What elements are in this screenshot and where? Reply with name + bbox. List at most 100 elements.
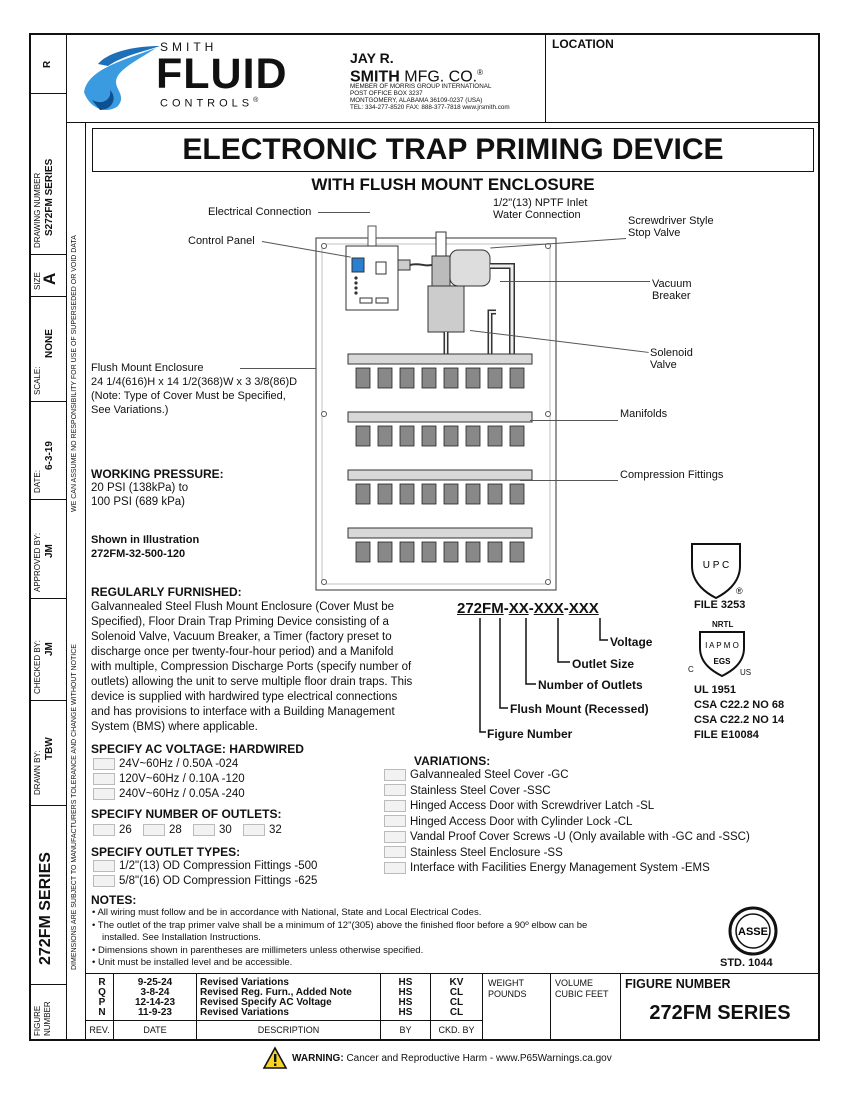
scale-value: NONE	[44, 329, 55, 358]
revision-top-border	[85, 973, 820, 974]
callout-solenoid-1: Solenoid	[650, 347, 693, 359]
voltage-option[interactable]: 24V~60Hz / 0.50A -024	[93, 757, 245, 772]
checkbox[interactable]	[384, 799, 406, 812]
notes-list: • All wiring must follow and be in accor…	[92, 907, 588, 968]
checkbox[interactable]	[93, 874, 115, 887]
location-divider	[545, 33, 546, 122]
cert-std: STD. 1044	[720, 957, 773, 969]
checkbox[interactable]	[93, 823, 115, 836]
pressure-label: WORKING PRESSURE:	[91, 467, 224, 481]
iapmo-shield-icon: I A P M O EGS	[699, 631, 745, 678]
header-description: DESCRIPTION	[257, 1025, 320, 1035]
scale-label: SCALE:	[33, 366, 42, 395]
checkbox[interactable]	[93, 787, 115, 800]
company-address: MEMBER OF MORRIS GROUP INTERNATIONAL POS…	[350, 83, 510, 111]
checkbox[interactable]	[384, 846, 406, 859]
checkbox[interactable]	[193, 823, 215, 836]
furnished-text: Galvannealed Steel Flush Mount Enclosure…	[91, 601, 413, 733]
checkbox[interactable]	[93, 772, 115, 785]
outlet-type-option[interactable]: 1/2"(13) OD Compression Fittings -500	[93, 859, 317, 874]
cert-c: C	[688, 665, 694, 674]
approved-value: JM	[44, 544, 55, 558]
checkbox[interactable]	[243, 823, 265, 836]
model-outlet-size: Outlet Size	[572, 657, 635, 671]
checkbox[interactable]	[384, 768, 406, 781]
voltage-option[interactable]: 240V~60Hz / 0.05A -240	[93, 787, 245, 802]
callout-stop-valve-1: Screwdriver Style	[628, 215, 714, 227]
checked-label: CHECKED BY:	[33, 640, 42, 694]
variation-option[interactable]: Stainless Steel Cover -SSC	[384, 784, 750, 800]
checkbox[interactable]	[384, 830, 406, 843]
variation-option[interactable]: Hinged Access Door with Screwdriver Latc…	[384, 799, 750, 815]
cert-nrtl: NRTL	[712, 620, 734, 629]
checkbox[interactable]	[93, 859, 115, 872]
cert-csa-2: CSA C22.2 NO 14	[694, 714, 785, 726]
smith-fluid-logo	[78, 40, 168, 121]
variation-option[interactable]: Vandal Proof Cover Screws -U (Only avail…	[384, 830, 750, 846]
variation-option[interactable]: Interface with Facilities Energy Managem…	[384, 861, 750, 877]
checkbox[interactable]	[384, 815, 406, 828]
callout-compression-fittings: Compression Fittings	[620, 469, 724, 481]
model-flush-mount: Flush Mount (Recessed)	[510, 702, 649, 716]
checkbox[interactable]	[384, 861, 406, 874]
variations-label: VARIATIONS:	[414, 754, 491, 768]
drawn-value: TBW	[44, 737, 55, 760]
variations-options: Galvannealed Steel Cover -GC Stainless S…	[384, 768, 750, 877]
illustration-line-1: Shown in Illustration	[91, 534, 200, 546]
checked-value: JM	[44, 642, 55, 656]
furnished-label: REGULARLY FURNISHED:	[91, 585, 242, 599]
figure-label-1: FIGURE	[33, 1005, 42, 1036]
svg-text:U P C: U P C	[703, 560, 730, 571]
drawing-number: S272FM SERIES	[44, 158, 55, 236]
page-title: ELECTRONIC TRAP PRIMING DEVICE	[92, 128, 814, 172]
callout-electrical-connection: Electrical Connection	[208, 206, 312, 218]
illustration-line-2: 272FM-32-500-120	[91, 548, 186, 560]
prop65-warning: WARNING: Cancer and Reproductive Harm - …	[262, 1046, 612, 1070]
sidebar-series: 272FM SERIES	[37, 852, 54, 965]
logo-controls: CONTROLS®	[160, 97, 259, 110]
location-label: LOCATION	[552, 37, 614, 51]
drawn-label: DRAWN BY:	[33, 750, 42, 795]
svg-text:I A P M O: I A P M O	[705, 641, 739, 650]
checkbox[interactable]	[143, 823, 165, 836]
logo-fluid: FLUID	[156, 50, 288, 98]
voltage-options: 24V~60Hz / 0.50A -024 120V~60Hz / 0.10A …	[93, 757, 245, 802]
figure-number: 272FM SERIES	[649, 1002, 791, 1024]
date-value: 6-3-19	[44, 441, 55, 470]
variation-option[interactable]: Galvannealed Steel Cover -GC	[384, 768, 750, 784]
outlet-types-options: 1/2"(13) OD Compression Fittings -500 5/…	[93, 859, 317, 889]
size-value: A	[40, 272, 59, 285]
cert-us: US	[740, 668, 752, 677]
checkbox[interactable]	[93, 757, 115, 770]
date-label: DATE:	[33, 470, 42, 493]
callout-inlet-2: Water Connection	[493, 209, 581, 221]
upc-shield-icon: U P C ®	[691, 543, 743, 600]
callout-solenoid-2: Valve	[650, 359, 677, 371]
pressure-line-2: 100 PSI (689 kPa)	[91, 496, 185, 508]
header-ckd: CKD. BY	[438, 1025, 475, 1035]
variation-option[interactable]: Stainless Steel Enclosure -SS	[384, 846, 750, 862]
drawing-number-label: DRAWING NUMBER	[33, 172, 42, 248]
disclaimer-top: WE CAN ASSUME NO RESPONSIBILITY FOR USE …	[71, 235, 78, 512]
outlets-label: SPECIFY NUMBER OF OUTLETS:	[91, 807, 282, 821]
figure-number-label: FIGURE NUMBER	[625, 977, 731, 991]
model-code: 272FM-XX-XXX-XXX	[457, 600, 599, 617]
svg-text:EGS: EGS	[714, 657, 732, 666]
callout-manifolds: Manifolds	[620, 408, 668, 420]
sidebar-rev: R	[42, 60, 53, 68]
cert-file-2: FILE E10084	[694, 729, 759, 741]
disclaimer-bottom: DIMENSIONS ARE SUBJECT TO MANUFACTURERS …	[71, 644, 78, 970]
disclaimer-divider	[85, 122, 86, 1041]
checkbox[interactable]	[384, 784, 406, 797]
callout-enclosure-3: (Note: Type of Cover Must be Specified,	[91, 390, 286, 402]
outlet-type-option[interactable]: 5/8"(16) OD Compression Fittings -625	[93, 874, 317, 889]
company-line-2: SMITH MFG. CO.®	[350, 68, 484, 86]
voltage-option[interactable]: 120V~60Hz / 0.10A -120	[93, 772, 245, 787]
asse-seal-icon: ASSE	[728, 906, 778, 956]
variation-option[interactable]: Hinged Access Door with Cylinder Lock -C…	[384, 815, 750, 831]
